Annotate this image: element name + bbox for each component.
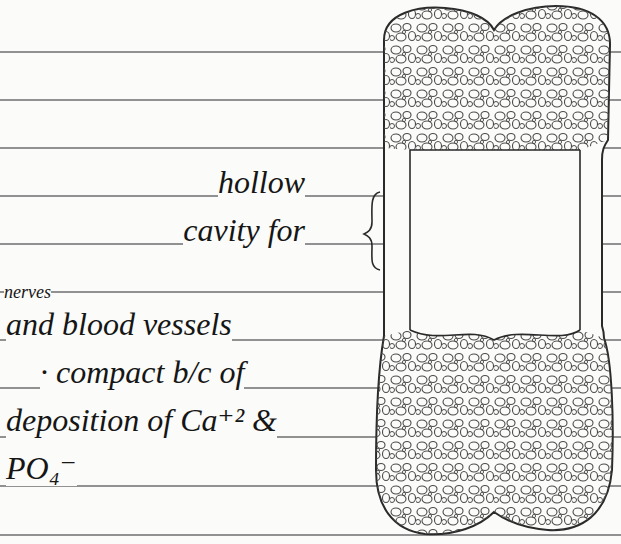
bracket — [364, 192, 380, 270]
note-text-block: hollow cavity for — [153, 158, 305, 254]
spongy-bone-top — [370, 0, 620, 160]
handwritten-note: and blood vessels — [6, 306, 232, 342]
note-text-block: · compact b/c of deposition of Ca⁺² & PO… — [6, 348, 316, 492]
cavity-outline — [410, 150, 580, 340]
note-text-block: and blood vessels — [6, 300, 232, 348]
handwritten-note: · compact b/c of deposition of Ca⁺² & PO… — [6, 354, 277, 486]
long-bone — [364, 0, 620, 544]
spongy-bone-bottom — [370, 320, 620, 544]
handwritten-note: hollow cavity for — [183, 164, 305, 248]
handwritten-note: nerves — [4, 282, 51, 302]
